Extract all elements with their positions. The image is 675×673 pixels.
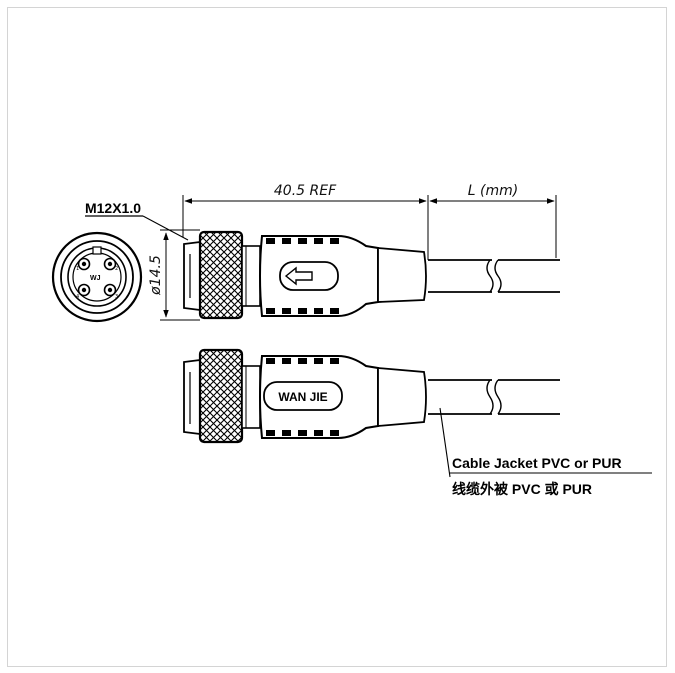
strain-relief-boot xyxy=(377,247,427,303)
brand-window xyxy=(263,381,343,411)
cable-length-label: L (mm) xyxy=(468,183,518,199)
thread-label: M12X1.0 xyxy=(85,200,141,216)
drawing-frame xyxy=(7,7,667,667)
dimension-diameter: ø14.5 xyxy=(148,229,200,321)
arrow-left-icon xyxy=(284,266,313,286)
thread-leader xyxy=(142,215,189,241)
note-line-1: Cable Jacket PVC or PUR xyxy=(452,455,622,471)
pin-number-4: 4 xyxy=(76,294,79,300)
pin-number-3: 3 xyxy=(115,294,118,300)
dimension-cable-length: L (mm) xyxy=(429,183,557,258)
pin-holes xyxy=(77,257,117,297)
cable-jacket-note: Cable Jacket PVC or PUR 线缆外被 PVC 或 PUR xyxy=(439,407,652,497)
pin-number-1: 1 xyxy=(76,266,79,272)
length-ref-label: 40.5 REF xyxy=(274,183,337,199)
connector-face-view: 1 2 3 4 WJ xyxy=(51,231,143,323)
face-mark: WJ xyxy=(90,275,101,282)
connector-side-view-top xyxy=(183,230,560,320)
pin-number-2: 2 xyxy=(115,266,118,272)
knurled-nut xyxy=(198,230,244,320)
diameter-label: ø14.5 xyxy=(148,255,164,296)
connector-side-view-bottom: WAN JIE xyxy=(183,348,560,444)
brand-mark: WAN JIE xyxy=(278,390,327,404)
knurled-nut-lower xyxy=(198,348,244,444)
note-line-2: 线缆外被 PVC 或 PUR xyxy=(452,481,592,497)
